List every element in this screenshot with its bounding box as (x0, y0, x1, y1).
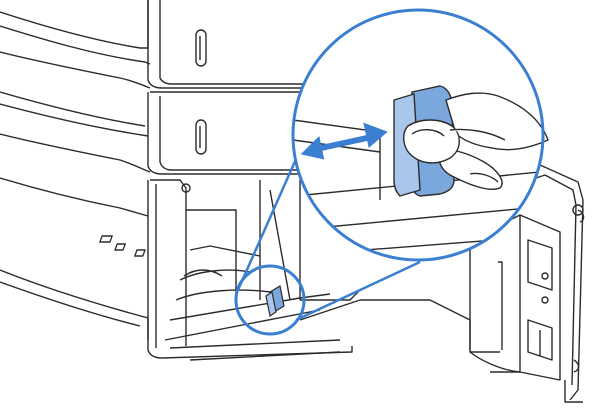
upper-tray (0, 0, 312, 89)
magnifier-border (291, 8, 545, 262)
magnified-callout (291, 8, 549, 262)
guide-highlight-circle (234, 264, 306, 336)
magnifier-funnel (236, 149, 421, 322)
slide-arrow-icon (300, 122, 388, 160)
paper-guide-small (265, 285, 285, 317)
hand-illustration (403, 92, 549, 190)
tray-handle-upper (195, 29, 207, 67)
middle-tray (0, 91, 300, 175)
tray-handle-middle (195, 119, 207, 155)
